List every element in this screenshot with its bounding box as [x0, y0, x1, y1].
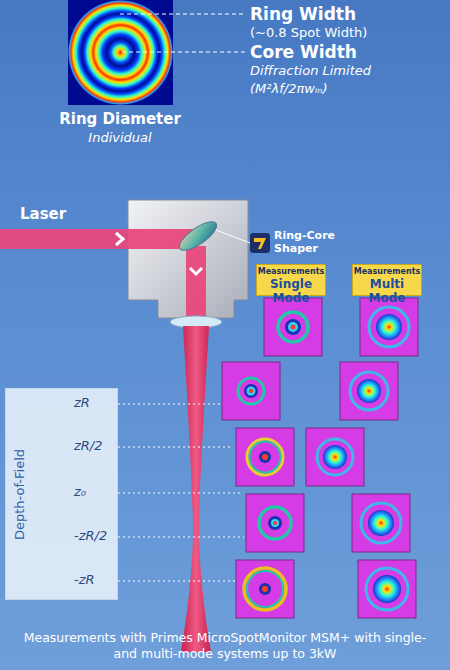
multi-mode-tile [358, 560, 416, 618]
single-mode-tile [246, 494, 304, 552]
tile-frame [340, 362, 398, 420]
shaper-mirror [175, 217, 220, 255]
leader-line [118, 447, 232, 448]
beam-core [288, 322, 298, 332]
laser-head [128, 200, 248, 318]
shaper-logo [250, 233, 270, 253]
beam-gap [285, 319, 301, 335]
multi-mode-tile [352, 494, 410, 552]
part-label: Ring-Core Shaper [274, 230, 348, 255]
beam-core [262, 454, 268, 460]
header-title: Measurements [257, 268, 325, 277]
depth-of-field-band: Depth-of-Field zR zR/2 z₀ -zR/2 -zR [5, 388, 118, 600]
header-box: MeasurementsMulti Mode [352, 264, 422, 296]
beam-ring [317, 439, 353, 475]
beam-core [273, 521, 277, 525]
tile-frame [236, 428, 294, 486]
beam-core [376, 314, 402, 340]
tile-frame [246, 494, 304, 552]
leader-line [118, 493, 240, 494]
tile-frame [358, 560, 416, 618]
multi-mode-tile [360, 298, 418, 356]
laser-beam [0, 229, 196, 249]
tile-frame [236, 560, 294, 618]
single-mode-tile [264, 298, 322, 356]
note-label: Individual [50, 131, 190, 146]
tile-frame [222, 362, 280, 420]
tile-frame [306, 428, 364, 486]
laser-beam [186, 246, 206, 318]
beam-ring [238, 378, 264, 404]
multi-mode-tile [306, 428, 364, 486]
term-label: Core Width [250, 43, 357, 63]
beam-ring [259, 507, 291, 539]
beam-ring [250, 442, 281, 473]
leader-line [122, 52, 246, 53]
tile-frame [352, 494, 410, 552]
shaper-logo [254, 238, 266, 249]
leader-line [118, 537, 244, 538]
position-label: zR/2 [74, 438, 103, 453]
term-label: Ring Diameter [50, 111, 190, 128]
position-label: -zR [74, 572, 95, 587]
beam-core [249, 389, 253, 393]
multi-mode-tile [340, 362, 398, 420]
single-mode-tile [222, 362, 280, 420]
caption: Measurements with Primes MicroSpotMonito… [10, 630, 440, 663]
leader-line [118, 404, 228, 405]
leader-line [118, 581, 236, 582]
single-mode-tile [236, 428, 294, 486]
leader-line [216, 230, 250, 243]
beam-ring [247, 571, 283, 607]
beam-core [323, 445, 347, 469]
single-mode-tile [236, 560, 294, 618]
beam-gap [259, 451, 271, 463]
header-box: MeasurementsSingle Mode [256, 264, 326, 296]
note-label: (~0.8 Spot Width) [250, 26, 367, 41]
header-text: Single Mode [257, 277, 325, 306]
beam-core [373, 575, 401, 603]
beam-arrow [190, 268, 202, 274]
band-title: Depth-of-Field [12, 389, 27, 599]
beam-ring [278, 312, 308, 342]
tile-frame [264, 298, 322, 356]
beam-ring [366, 568, 408, 610]
beam-gap [268, 516, 282, 530]
beam-ring [361, 503, 401, 543]
beam-core [262, 586, 268, 592]
beam-ring [247, 439, 283, 475]
beam-ring [244, 568, 286, 610]
beam-core [271, 519, 279, 527]
term-label: Ring Width [250, 5, 356, 25]
beam-ring [369, 307, 409, 347]
formula-label: (M²λf/2πwᵢₙ) [250, 82, 327, 97]
beam-gap [244, 384, 258, 398]
beam-core [357, 379, 381, 403]
part-label: Laser [20, 206, 66, 223]
position-label: -zR/2 [74, 528, 107, 543]
position-label: zR [74, 395, 90, 410]
beam-core [291, 325, 296, 330]
beam-core [247, 387, 256, 396]
header-title: Measurements [353, 268, 421, 277]
focused-beam [181, 326, 211, 652]
beam-gap [259, 583, 271, 595]
beam-core [368, 510, 394, 536]
beam-arrow [116, 233, 123, 245]
note-label: Diffraction Limited [250, 64, 371, 79]
header-text: Multi Mode [353, 277, 421, 306]
tile-frame [360, 298, 418, 356]
beam-ring [350, 372, 388, 410]
leader-line [120, 14, 246, 15]
position-label: z₀ [74, 484, 86, 499]
